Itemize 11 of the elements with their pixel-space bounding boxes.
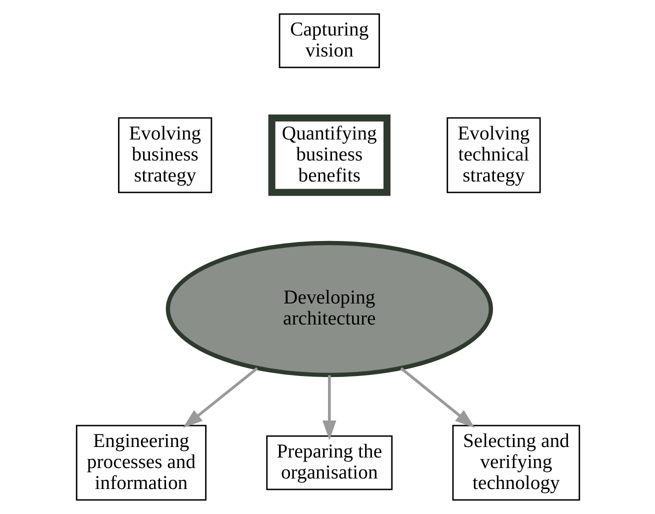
node-box: Engineering processes and information (75, 424, 206, 501)
node-box: Quantifying business benefits (268, 114, 390, 196)
arrow (400, 367, 474, 428)
arrow (322, 375, 336, 440)
node-ellipse: Developing architecture (165, 240, 493, 378)
node-box: Preparing the organisation (266, 435, 392, 490)
arrow (182, 367, 258, 428)
node-box: Evolving technical strategy (446, 117, 540, 194)
node-box: Selecting and verifying technology (452, 424, 580, 501)
node-box: Evolving business strategy (118, 117, 212, 194)
node-box: Capturing vision (278, 13, 380, 68)
